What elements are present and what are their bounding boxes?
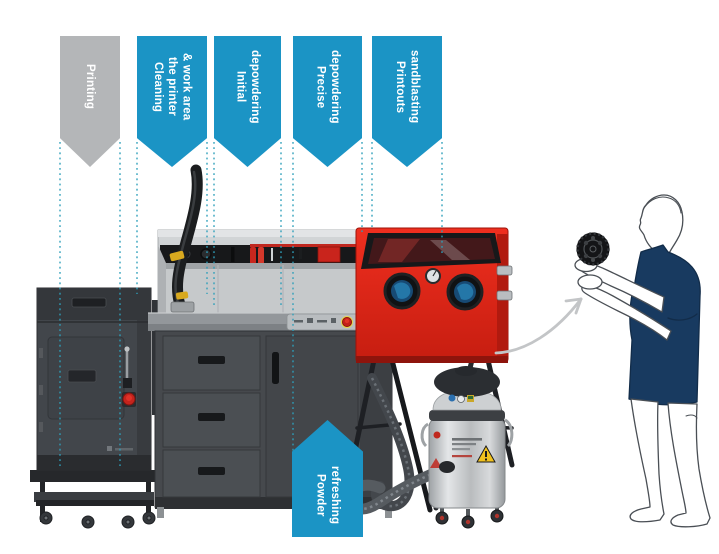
hose-inlet — [439, 461, 455, 473]
step-label: Powder refreshing — [314, 466, 341, 525]
pressure-gauge — [425, 268, 441, 284]
step-arrow-sandblasting: Printouts sandblasting — [372, 36, 442, 167]
glove-port-left — [383, 272, 421, 310]
glove-port-right — [446, 273, 484, 311]
drawers — [162, 335, 261, 498]
caster-wheels — [39, 511, 156, 529]
drum-labels — [430, 431, 482, 468]
step-arrow-precise-depowdering: Precise depowdering — [293, 36, 362, 167]
step-arrow-initial-depowdering: Initial depowdering — [214, 36, 281, 167]
trolley-cart — [30, 470, 156, 529]
lever-handle — [123, 346, 132, 388]
emergency-stop-button — [341, 316, 353, 328]
step-arrow-cleaning: Cleaning the printer & work area — [137, 36, 207, 167]
printed-sphere — [576, 232, 610, 266]
result-flow-arrow — [494, 297, 583, 355]
control-panel — [286, 313, 360, 331]
step-arrow-printing: Printing — [60, 36, 120, 167]
step-label: Printouts sandblasting — [394, 50, 421, 124]
powder-printer-cabinet — [30, 287, 156, 529]
depowdering-workstation — [148, 164, 395, 518]
warning-triangle-sticker — [476, 444, 496, 463]
vacuum-top-stickers — [448, 394, 474, 403]
step-label: Cleaning the printer & work area — [151, 53, 193, 121]
viewing-window — [361, 233, 501, 269]
suction-hose — [169, 164, 203, 313]
door-handle — [67, 369, 97, 383]
hinges — [39, 348, 43, 432]
person-holding-printout — [574, 194, 711, 528]
guide-lines — [59, 142, 443, 513]
brand-logo — [107, 446, 133, 451]
hinges — [496, 265, 513, 301]
step-label: Precise depowdering — [314, 50, 341, 124]
step-label: Initial depowdering — [234, 50, 261, 124]
emergency-stop-button — [122, 392, 136, 407]
step-label: Printing — [84, 64, 97, 110]
industrial-vacuum-cleaner — [420, 366, 514, 529]
